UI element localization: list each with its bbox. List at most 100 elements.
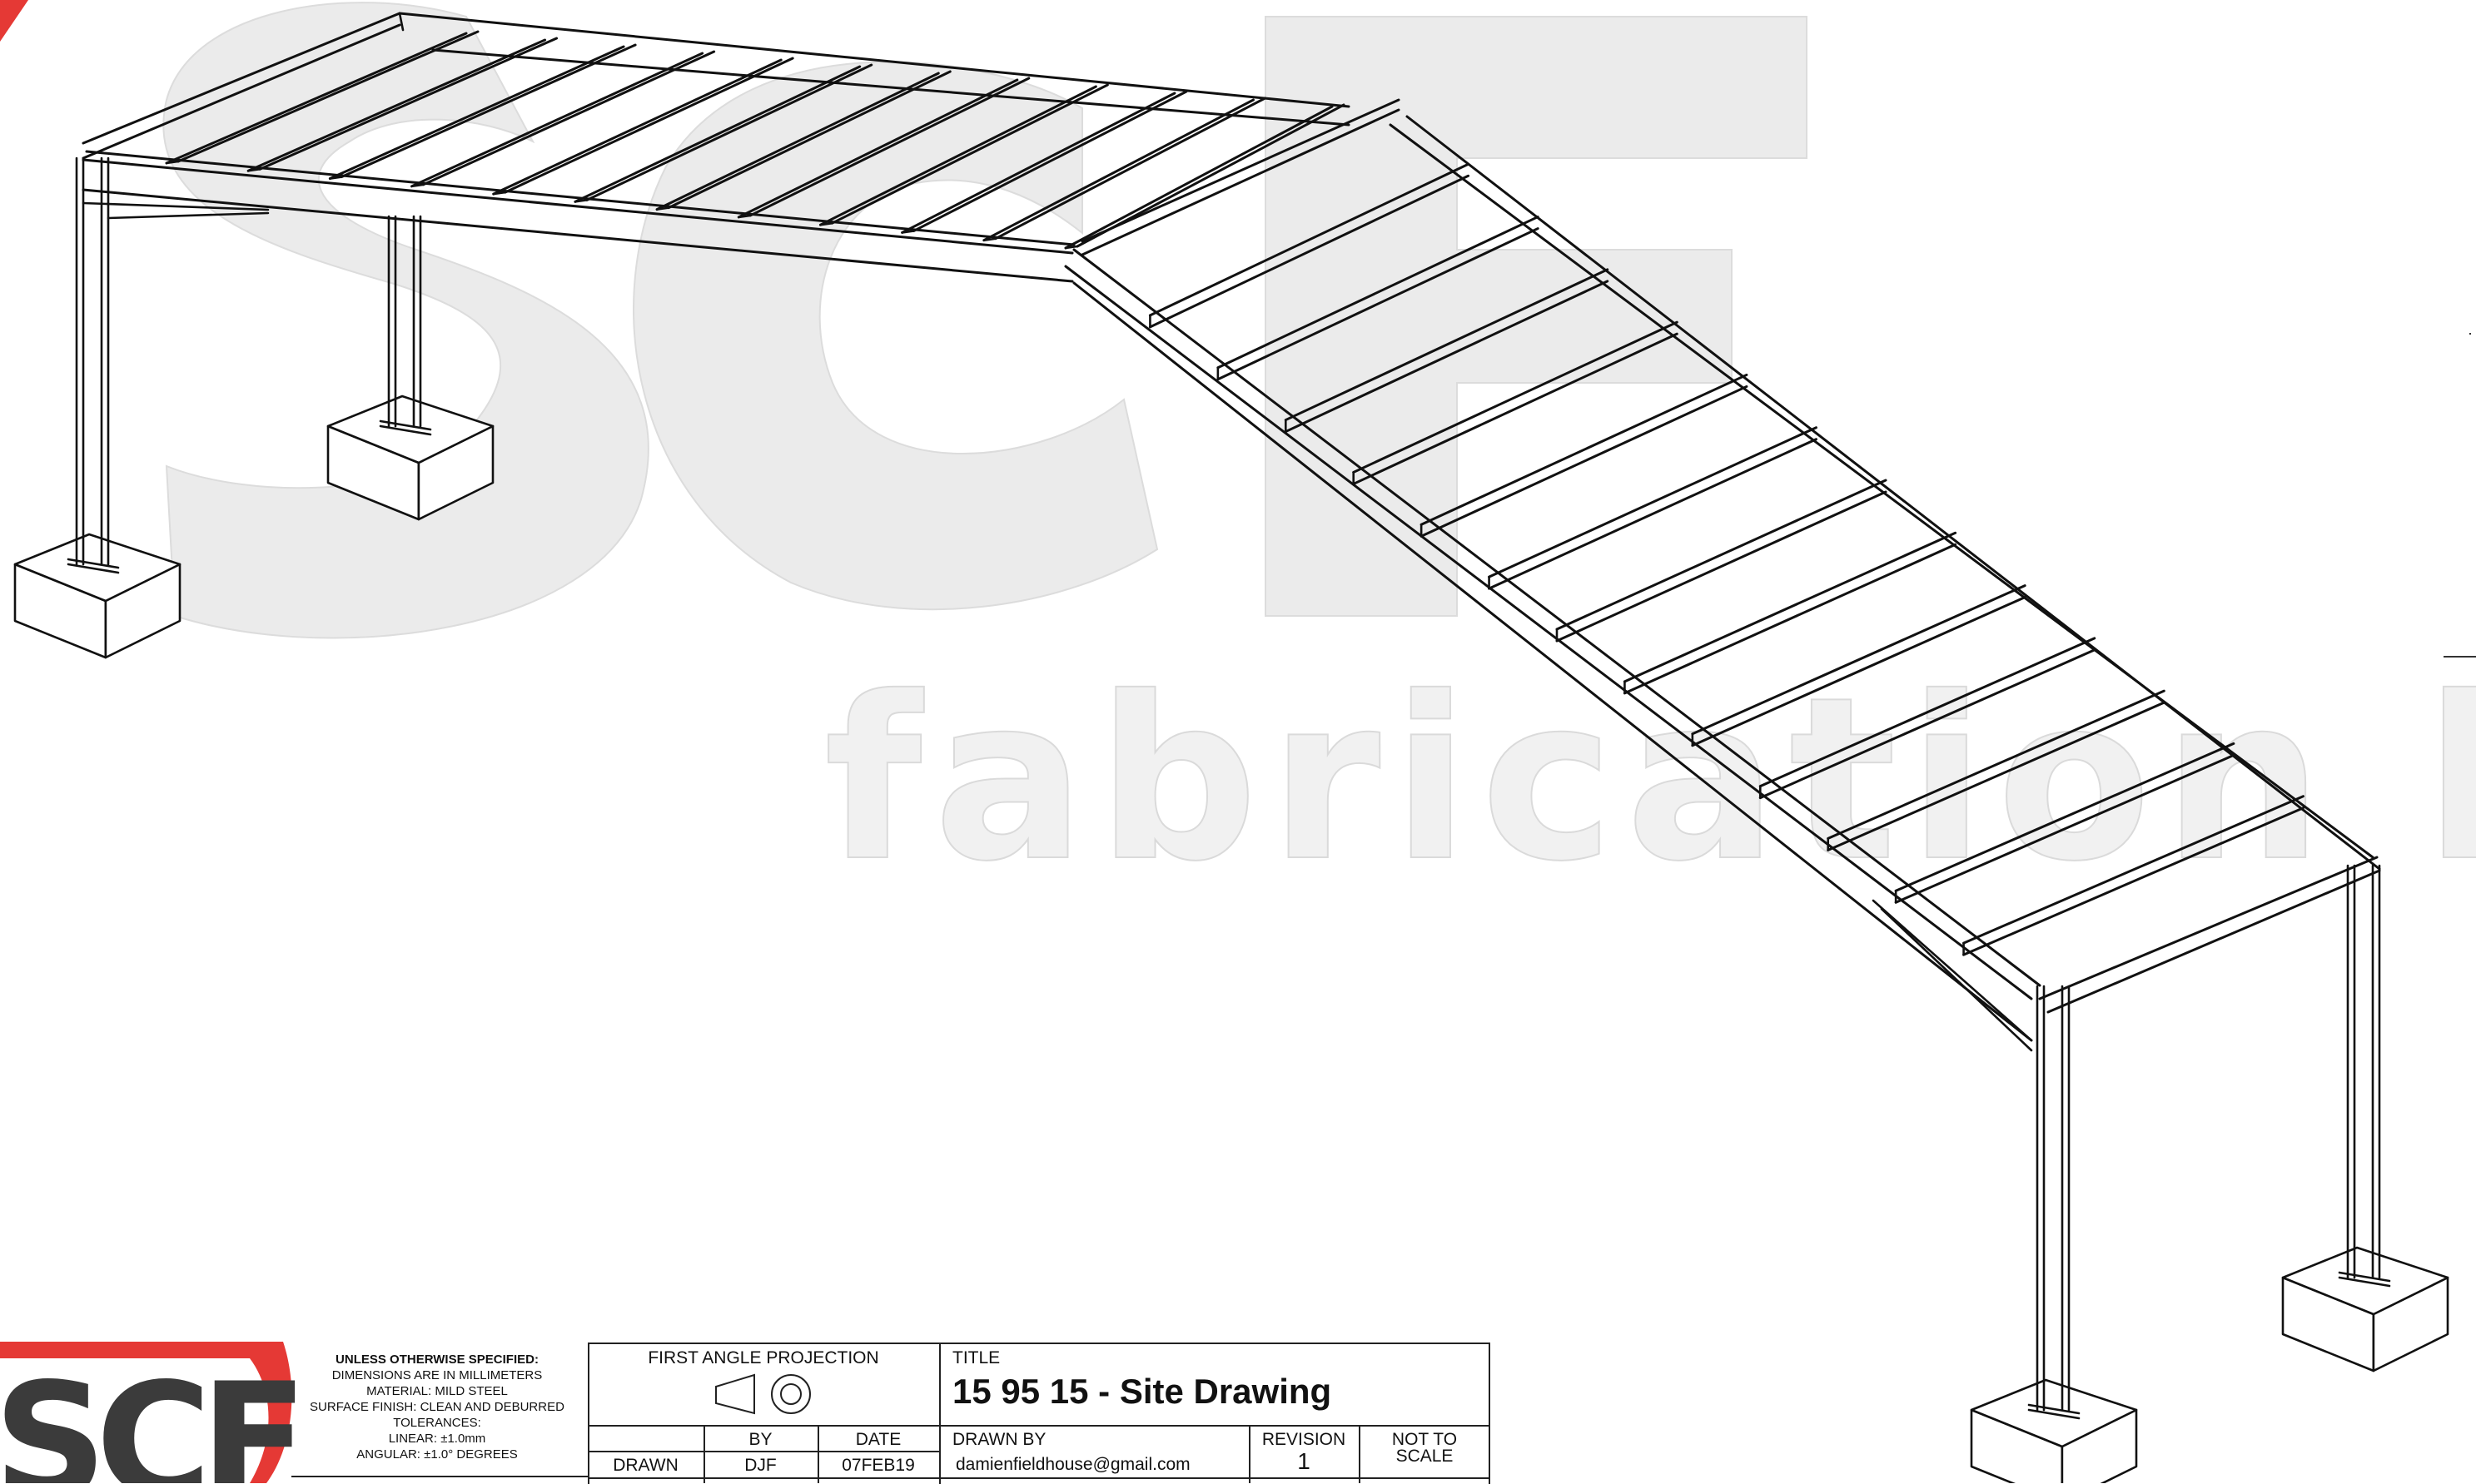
divider [588, 1425, 1490, 1427]
divider [1359, 1425, 1360, 1483]
watermark-c [633, 61, 1159, 611]
watermark-f [1265, 16, 1807, 617]
slope-rung [1623, 531, 1957, 683]
slope-rung [1555, 479, 1887, 631]
drawn-by-email: damienfieldhouse@gmail.com [956, 1455, 1191, 1474]
slope-rung [1827, 689, 2165, 840]
left-purlin-end [492, 191, 507, 196]
back-rafter-top [398, 12, 1350, 108]
left-purlin [667, 70, 952, 210]
slope-stringer-right [1389, 123, 2374, 859]
top-cross-beam [1081, 98, 1400, 243]
first-angle-projection-icon [715, 1373, 811, 1415]
slope-rung [1758, 637, 2096, 788]
left-purlin-end [655, 206, 670, 211]
left-purlin [737, 78, 1019, 219]
front-rafter-brace [82, 201, 270, 211]
spec-notes: UNLESS OTHERWISE SPECIFIED: DIMENSIONS A… [291, 1352, 583, 1462]
watermark: fabrication ltd [162, 2, 2476, 911]
left-purlin-end [246, 167, 261, 172]
front-rafter-underside [82, 188, 1074, 283]
column-3-baseplate [2027, 1408, 2081, 1420]
drawn-by-label: DRAWN BY [952, 1430, 1047, 1449]
title-block: SCF UNLESS OTHERWISE SPECIFIED: DIMENSIO… [0, 1342, 1490, 1484]
corner-red-mark [0, 0, 28, 42]
front-rafter-brace [107, 211, 270, 220]
left-purlin [165, 32, 468, 165]
slope-rung [1419, 373, 1748, 526]
slope-rung [1827, 701, 2165, 851]
left-purlin [504, 57, 794, 194]
steel-frame [13, 12, 2449, 1483]
left-purlin [994, 97, 1266, 241]
left-purlin [830, 83, 1109, 225]
left-purlin [655, 72, 940, 211]
left-purlin [901, 92, 1176, 234]
left-purlin-end [165, 160, 180, 165]
slope-rung [1894, 742, 2235, 892]
divider [1249, 1425, 1250, 1483]
left-end-rafter-cap [398, 12, 405, 32]
left-purlin [258, 37, 559, 171]
title-label: TITLE [952, 1348, 1001, 1367]
foundation-block-2-top [326, 395, 495, 464]
column-1-baseplate [67, 563, 120, 574]
divider [704, 1425, 705, 1483]
drawn-initials: DJF [744, 1456, 777, 1475]
by-label: BY [748, 1430, 773, 1449]
foundation-block-1-top [13, 533, 181, 603]
slope-rung [1894, 753, 2235, 904]
left-purlin [818, 85, 1097, 226]
left-purlin-end [574, 199, 589, 203]
left-purlin-end [1064, 245, 1079, 250]
bottom-cross-beam [2038, 856, 2379, 1000]
divider [939, 1343, 941, 1484]
left-end-rafter [82, 23, 401, 160]
slope-rung [1352, 332, 1678, 485]
left-purlin-end [329, 176, 343, 180]
left-purlin [1064, 105, 1334, 250]
spec-line: TOLERANCES: [393, 1416, 481, 1430]
left-purlin [410, 52, 704, 188]
slope-rung [1216, 216, 1539, 370]
revision-value: 1 [1297, 1448, 1310, 1474]
slope-rung [1691, 584, 2026, 736]
drawing-title: 15 95 15 - Site Drawing [952, 1372, 1332, 1411]
top-cross-beam [1081, 108, 1400, 256]
spec-divider [291, 1476, 588, 1477]
logo-red-swoosh [0, 1342, 292, 1483]
edge-mark [2444, 656, 2476, 658]
drawn-date: 07FEB19 [842, 1456, 915, 1475]
slope-rung [1148, 174, 1470, 329]
slope-brace [1872, 899, 2033, 1042]
column-3-baseplate [2027, 1403, 2081, 1415]
scale-line1: NOT TO [1391, 1430, 1458, 1449]
watermark-s [162, 2, 649, 639]
left-purlin [912, 90, 1188, 232]
spec-line: DIMENSIONS ARE IN MILLIMETERS [331, 1368, 543, 1382]
revision-label: REVISION [1261, 1430, 1346, 1449]
slope-rung [1284, 268, 1609, 422]
slope-rung [1488, 426, 1817, 578]
column-4-baseplate [2338, 1271, 2391, 1283]
left-purlin-end [819, 221, 833, 226]
slope-rung [1148, 162, 1470, 317]
spec-heading: UNLESS OTHERWISE SPECIFIED: [336, 1352, 539, 1367]
left-purlin-end [737, 214, 752, 219]
slope-stringer-right [1405, 115, 2381, 871]
left-purlin [748, 77, 1031, 217]
spec-line: MATERIAL: MILD STEEL [366, 1384, 508, 1398]
left-purlin [177, 30, 480, 163]
slope-rung [1691, 596, 2026, 747]
left-purlin [574, 65, 862, 203]
slope-rung [1419, 385, 1748, 538]
front-rafter-bottom [82, 158, 1074, 255]
slope-rung [1758, 648, 2096, 800]
projection-label: FIRST ANGLE PROJECTION [648, 1348, 879, 1367]
left-purlin [246, 38, 547, 172]
drawn-label: DRAWN [613, 1456, 679, 1475]
left-purlin [492, 58, 783, 196]
slope-rung [1284, 280, 1609, 434]
slope-rung [1555, 490, 1887, 643]
